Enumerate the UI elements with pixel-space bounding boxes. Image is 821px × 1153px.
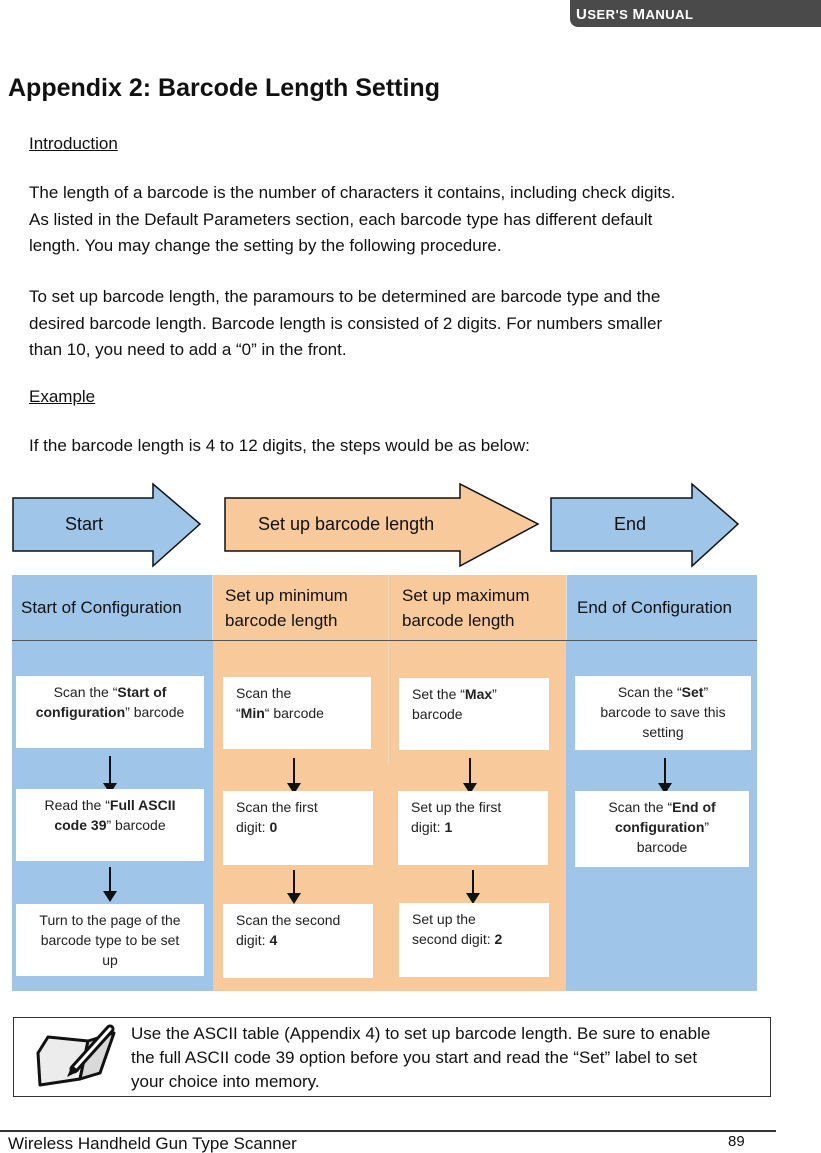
note-box: Use the ASCII table (Appendix 4) to set … [13, 1017, 771, 1097]
end-arrow [550, 482, 740, 568]
footer-product-name: Wireless Handheld Gun Type Scanner [8, 1134, 297, 1153]
step-set-max: Set the “Max”barcode [399, 678, 549, 750]
arrow-down [287, 758, 301, 794]
manual-header-tab: USER'S MANUAL [570, 0, 821, 27]
arrow-down [287, 870, 301, 904]
intro-paragraph-1: The length of a barcode is the number of… [29, 183, 676, 255]
header-divider-1 [212, 575, 213, 641]
footer-rule [0, 1130, 776, 1132]
footer-page-number: 89 [728, 1133, 745, 1150]
header-start-config: Start of Configuration [21, 598, 182, 617]
setup-arrow [224, 482, 540, 568]
example-heading: Example [29, 387, 96, 406]
note-pencil-icon [36, 1024, 116, 1087]
end-label: End [614, 514, 646, 534]
intro-paragraph-2: To set up barcode length, the paramours … [29, 287, 663, 359]
setup-divider [388, 575, 389, 765]
arrow-down [103, 756, 117, 794]
setup-label: Set up barcode length [258, 514, 434, 534]
header-divider-3 [566, 575, 567, 641]
page-title: Appendix 2: Barcode Length Setting [8, 74, 440, 102]
arrow-down [658, 758, 672, 794]
step-scan-min: Scan the“Min“ barcode [223, 677, 371, 749]
intro-heading: Introduction [29, 134, 118, 153]
header-end-config: End of Configuration [577, 598, 732, 617]
note-text: Use the ASCII table (Appendix 4) to set … [131, 1024, 711, 1091]
flow-arrows: Start Set up barcode length End [12, 482, 740, 568]
start-arrow [12, 482, 202, 568]
arrow-down [466, 870, 480, 904]
arrow-down [463, 758, 477, 794]
arrow-down [103, 867, 117, 902]
header-separator [12, 640, 757, 641]
example-text: If the barcode length is 4 to 12 digits,… [29, 436, 530, 455]
start-label: Start [65, 514, 103, 534]
